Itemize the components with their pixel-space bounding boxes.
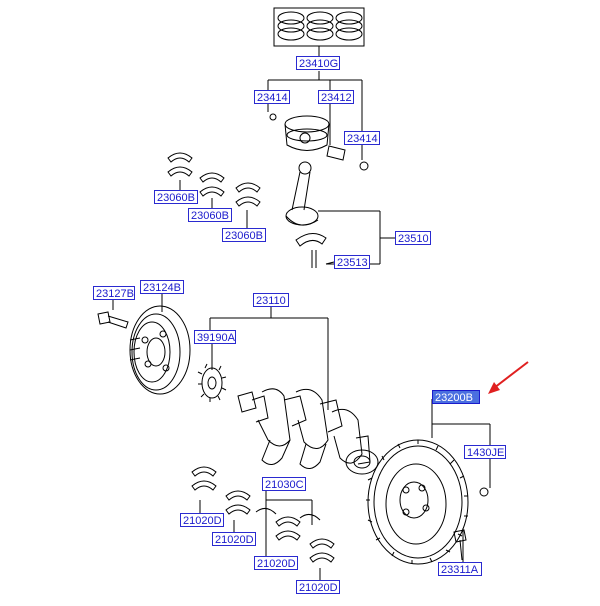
part-label-23414-top[interactable]: 23414 <box>254 90 290 104</box>
part-label-23414-right[interactable]: 23414 <box>344 131 380 145</box>
part-label-23060B-3[interactable]: 23060B <box>222 228 266 242</box>
part-label-23513[interactable]: 23513 <box>334 255 370 269</box>
part-label-21030C[interactable]: 21030C <box>262 477 306 491</box>
part-label-23060B-1[interactable]: 23060B <box>154 190 198 204</box>
part-label-21020D-1[interactable]: 21020D <box>180 513 224 527</box>
bearing-shells-lower <box>191 466 335 563</box>
part-label-23060B-2[interactable]: 23060B <box>188 208 232 222</box>
part-label-39190A[interactable]: 39190A <box>194 330 236 344</box>
part-label-23200B[interactable]: 23200B <box>432 390 480 404</box>
piston-illustration <box>269 113 369 171</box>
flywheel-bolt-illustration <box>453 529 467 561</box>
crankshaft-pulley-illustration <box>129 305 191 395</box>
crankshaft-illustration <box>237 388 379 475</box>
piston-rings-illustration <box>273 7 365 56</box>
bearing-shells-upper <box>167 152 261 207</box>
part-label-23510[interactable]: 23510 <box>395 231 431 245</box>
connecting-rod-illustration <box>285 161 327 268</box>
part-label-23311A[interactable]: 23311A <box>438 562 482 576</box>
crank-sprocket-illustration <box>197 362 227 402</box>
part-label-23412[interactable]: 23412 <box>318 90 354 104</box>
part-label-23127B[interactable]: 23127B <box>93 286 135 300</box>
part-label-21020D-4[interactable]: 21020D <box>296 580 340 594</box>
part-label-23124B[interactable]: 23124B <box>140 280 184 294</box>
part-label-21020D-2[interactable]: 21020D <box>212 532 256 546</box>
part-label-21020D-3[interactable]: 21020D <box>254 556 298 570</box>
part-label-23110[interactable]: 23110 <box>253 293 289 307</box>
part-label-1430JE[interactable]: 1430JE <box>464 445 506 459</box>
part-label-23410G[interactable]: 23410G <box>296 56 340 70</box>
highlight-arrow <box>488 361 529 394</box>
flywheel-illustration <box>366 439 469 565</box>
pulley-bolt-illustration <box>97 311 129 329</box>
